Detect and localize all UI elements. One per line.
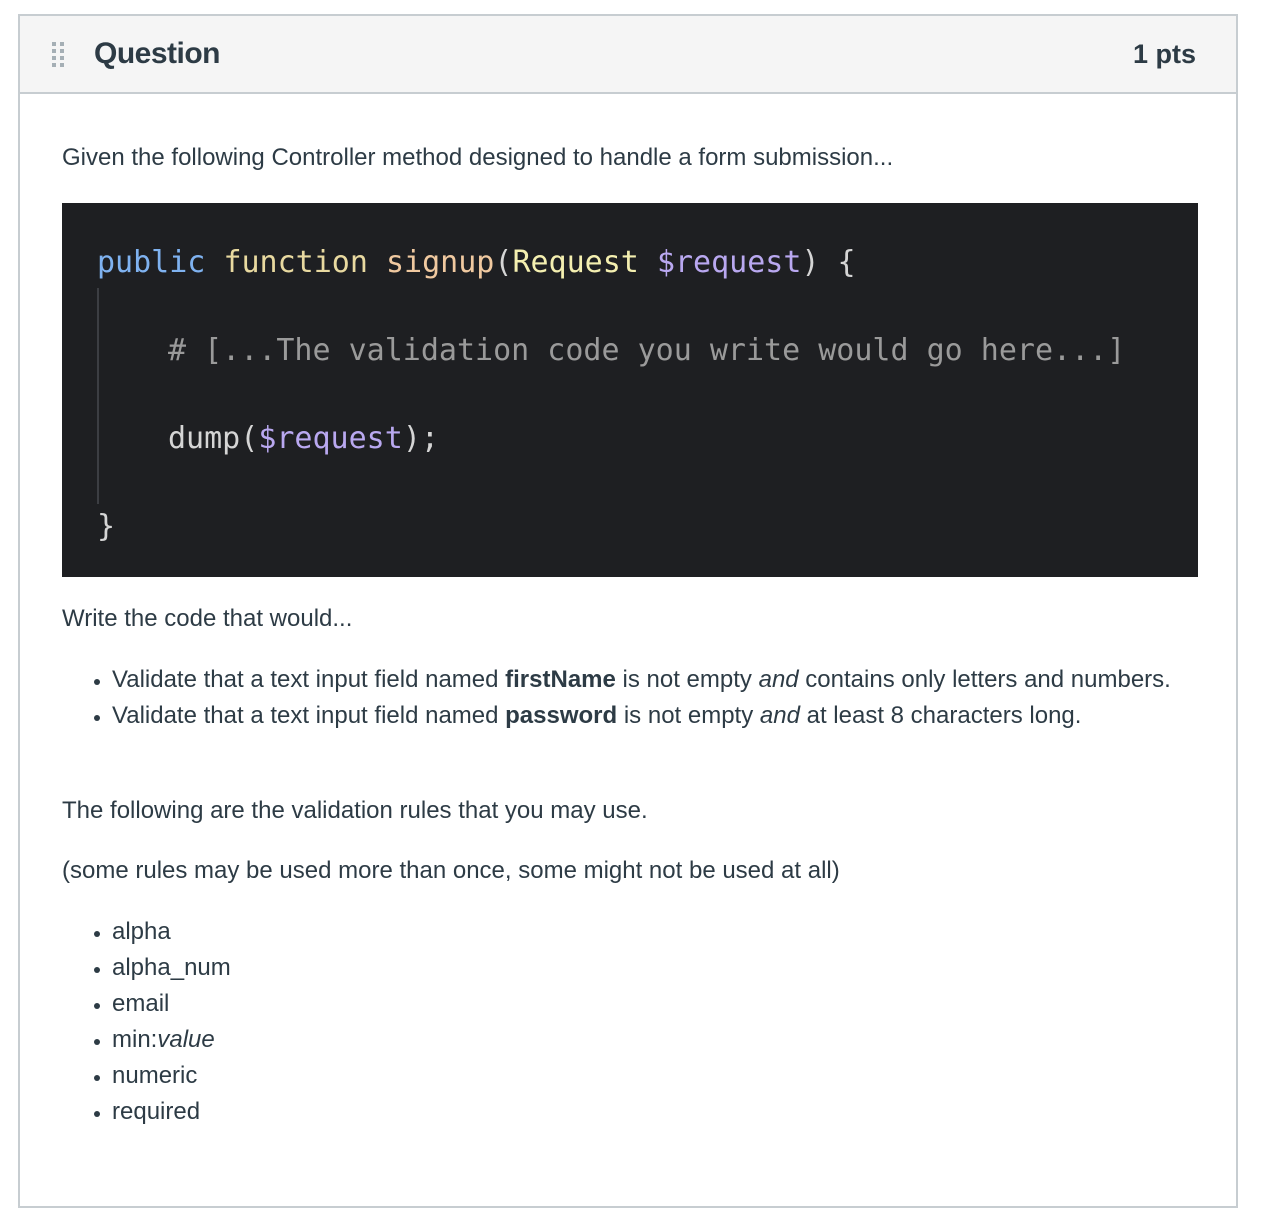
- requirement-text: Validate that a text input field named: [112, 666, 506, 693]
- code-variable: $request: [656, 245, 802, 280]
- requirement-text: is not empty: [617, 702, 760, 729]
- question-title: Question: [94, 37, 221, 70]
- rule-text: email: [112, 990, 170, 1017]
- requirement-text: contains only letters and numbers.: [798, 666, 1171, 693]
- rule-value-placeholder: value: [157, 1026, 215, 1053]
- emphasis-and: and: [758, 666, 799, 693]
- code-block: public function signup(Request $request)…: [62, 203, 1198, 577]
- indent-guide: [97, 288, 99, 504]
- code-keyword-function: function: [223, 245, 368, 280]
- rule-item: alpha: [112, 914, 1202, 950]
- rule-text: numeric: [112, 1062, 198, 1089]
- code-paren-open: (: [494, 245, 513, 280]
- code-dump-call: dump(: [168, 421, 259, 456]
- emphasis-and: and: [759, 702, 800, 729]
- code-dump-end: );: [402, 421, 439, 456]
- code-variable: $request: [258, 421, 403, 456]
- question-intro: Given the following Controller method de…: [62, 144, 894, 171]
- question-card: Question 1 pts Given the following Contr…: [18, 14, 1238, 1208]
- rules-list: alpha alpha_num email min:value numeric …: [62, 914, 1202, 1130]
- code-class-name: Request: [512, 245, 639, 280]
- code-method-name: signup: [386, 245, 495, 280]
- code-comment: # [...The validation code you write woul…: [168, 333, 1126, 368]
- rule-item: required: [112, 1094, 1202, 1130]
- rule-item: min:value: [112, 1022, 1202, 1058]
- code-paren-close: ) {: [801, 245, 856, 280]
- field-name: password: [505, 702, 618, 729]
- requirement-item: Validate that a text input field named f…: [112, 662, 1202, 698]
- question-header: Question 1 pts: [20, 16, 1236, 94]
- code-closing-brace: }: [97, 509, 116, 544]
- question-points: 1 pts: [1132, 39, 1196, 69]
- rules-intro: The following are the validation rules t…: [62, 797, 648, 824]
- rule-item: alpha_num: [112, 950, 1202, 986]
- requirement-text: is not empty: [615, 666, 759, 693]
- requirement-text: Validate that a text input field named: [112, 702, 506, 729]
- rule-item: numeric: [112, 1058, 1202, 1094]
- rule-text: required: [112, 1098, 201, 1125]
- requirements-list: Validate that a text input field named f…: [62, 662, 1202, 734]
- rule-text: alpha: [112, 918, 171, 945]
- code-line-1: public function signup(Request $request)…: [97, 245, 856, 280]
- rule-item: email: [112, 986, 1202, 1022]
- drag-handle-icon[interactable]: [52, 42, 64, 68]
- code-keyword-public: public: [97, 245, 206, 280]
- requirement-text: at least 8 characters long.: [799, 702, 1082, 729]
- field-name: firstName: [505, 666, 616, 693]
- code-line-3: dump($request);: [168, 421, 439, 456]
- write-prompt: Write the code that would...: [62, 605, 353, 632]
- rule-text: alpha_num: [112, 954, 231, 981]
- requirement-item: Validate that a text input field named p…: [112, 698, 1202, 734]
- rules-note: (some rules may be used more than once, …: [62, 857, 840, 884]
- rule-text: min:: [112, 1026, 158, 1053]
